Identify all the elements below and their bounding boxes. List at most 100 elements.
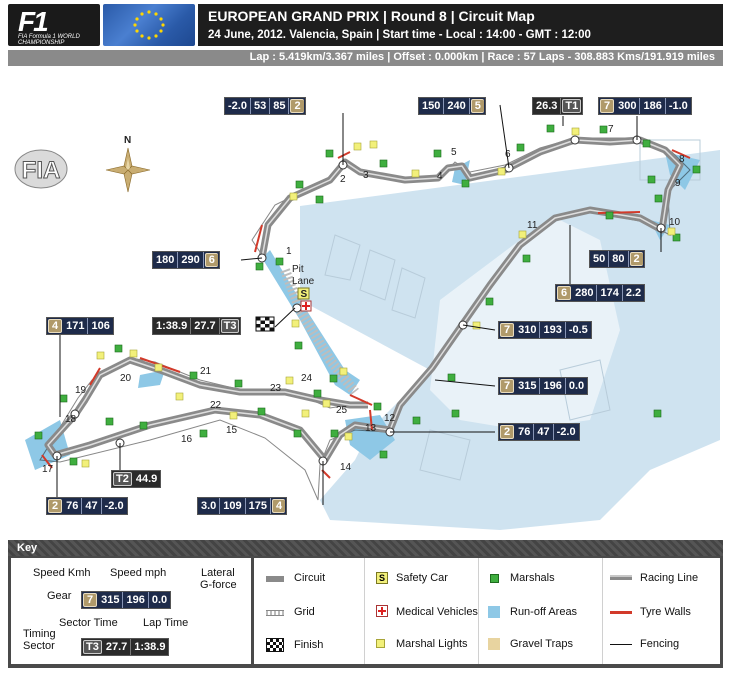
turn-number: 2 — [340, 174, 346, 185]
gear-badge: 6 — [557, 286, 572, 300]
sector-badge: T3 — [83, 640, 102, 654]
sector-label: Sector — [23, 640, 55, 652]
turn-number: 11 — [527, 220, 538, 231]
speed-box: 50 80 2 — [589, 250, 645, 268]
kmh-value: 180 — [153, 252, 179, 268]
speed-box: 150 240 5 — [418, 97, 486, 115]
marshal-light-icon — [376, 639, 385, 648]
mph-value: 47 — [534, 424, 554, 440]
turn-number: 17 — [42, 464, 54, 475]
medical-vehicle-icon — [376, 605, 388, 617]
gear-badge: 7 — [83, 593, 98, 607]
safety-car-marker-text: S — [301, 289, 308, 300]
callout-lines — [56, 104, 662, 505]
speed-box: 2 76 47 -2.0 — [46, 497, 128, 515]
gear-label: Gear — [47, 590, 72, 602]
mph-value: 196 — [123, 592, 149, 608]
speed-kmh-label: Speed Kmh — [33, 567, 91, 579]
fencing-label: Fencing — [640, 638, 680, 650]
gear-badge: 2 — [629, 252, 643, 266]
gear-badge: 2 — [48, 499, 63, 513]
turn-number: 9 — [675, 178, 681, 189]
speed-box: 180 290 6 — [152, 251, 220, 269]
kmh-value: 315 — [515, 378, 541, 394]
sector-time-label: Sector Time — [59, 617, 118, 629]
fia-logo-text: FIA — [22, 157, 61, 184]
turn-number: 10 — [669, 217, 681, 228]
kmh-value: 76 — [515, 424, 535, 440]
circuit-map: S Pit Lane 1 2 3 4 5 6 7 8 9 10 11 12 13… — [0, 66, 731, 536]
mph-value: 175 — [246, 498, 272, 514]
mph-value: 240 — [444, 98, 470, 114]
turn-number: 7 — [608, 124, 614, 135]
safety-car-marker — [297, 287, 310, 300]
sector-time-value: 26.3 — [533, 98, 562, 114]
gear-badge: 7 — [600, 99, 615, 113]
speed-box: 7 315 196 0.0 — [498, 377, 589, 395]
turn-number: 13 — [365, 423, 377, 434]
harbour-buildings — [324, 139, 701, 481]
marshal-posts — [34, 124, 701, 466]
gforce-value: -2.0 — [556, 426, 576, 438]
gear-badge: 5 — [470, 99, 484, 113]
key-example-panel: Speed Kmh Speed mph Lateral G-force Gear… — [11, 558, 251, 664]
gear-badge: 2 — [500, 425, 515, 439]
gforce-value: 0.0 — [151, 594, 168, 606]
turn-number: 14 — [340, 462, 352, 473]
f1-logo-text: F1 — [18, 6, 49, 37]
turn-number: 24 — [301, 373, 313, 384]
speed-box: 7 310 193 -0.5 — [498, 321, 592, 339]
speed-box: 7 300 186 -1.0 — [598, 97, 692, 115]
lap-time-label: Lap Time — [143, 617, 189, 629]
gforce-value: -2.0 — [225, 98, 251, 114]
gforce-value: 0.0 — [568, 380, 585, 392]
speed-box: 2 76 47 -2.0 — [498, 423, 580, 441]
circuit-swatch — [266, 576, 284, 582]
title-bar: EUROPEAN GRAND PRIX | Round 8 | Circuit … — [198, 4, 723, 46]
kmh-value: 150 — [419, 98, 445, 114]
lap-info-bar: Lap : 5.419km/3.367 miles | Offset : 0.0… — [8, 50, 723, 66]
speed-mph-label: Speed mph — [110, 567, 167, 579]
racing-line-swatch — [610, 575, 632, 580]
turn-number: 12 — [384, 413, 396, 424]
turn-number: 5 — [451, 147, 457, 158]
key-example-timing-box: T3 27.7 1:38.9 — [81, 638, 170, 656]
timing-label: Timing — [23, 628, 56, 640]
sector-time-value: 27.7 — [103, 639, 132, 655]
key-panel: Key Speed Kmh Speed mph Lateral G-force … — [8, 540, 723, 668]
gear-badge: 6 — [204, 253, 218, 267]
mph-value: 106 — [91, 320, 110, 332]
kmh-value: 300 — [615, 98, 641, 114]
header: F1 FIA Formula 1 WORLD CHAMPIONSHIP EURO… — [0, 0, 731, 66]
sector-time-value: 27.7 — [191, 318, 220, 334]
circuit-label: Circuit — [294, 572, 326, 584]
gear-badge: 7 — [500, 379, 515, 393]
kmh-value: 171 — [63, 318, 89, 334]
finish-label: Finish — [294, 639, 324, 651]
sector-time-value: 44.9 — [135, 473, 158, 485]
gforce-value: 2.2 — [625, 287, 642, 299]
mph-value: 80 — [609, 251, 629, 267]
gforce-value: 3.0 — [198, 498, 221, 514]
turn-number: 18 — [65, 414, 77, 425]
turn-number: 15 — [226, 425, 238, 436]
f1-logo: F1 FIA Formula 1 WORLD CHAMPIONSHIP — [8, 4, 100, 46]
f1-logo-subtext: FIA Formula 1 WORLD CHAMPIONSHIP — [18, 34, 80, 46]
speed-box: 6 280 174 2.2 — [555, 284, 646, 302]
turn-numbers: 1 2 3 4 5 6 7 8 9 10 11 12 13 14 15 16 1… — [42, 124, 685, 475]
mph-value: 186 — [640, 98, 666, 114]
turn-number: 4 — [437, 171, 443, 182]
gear-badge: 4 — [272, 499, 286, 513]
sector-badge: T3 — [220, 319, 240, 333]
lap-info-text: Lap : 5.419km/3.367 miles | Offset : 0.0… — [249, 51, 715, 63]
marshal-icon — [490, 574, 499, 583]
turn-number: 16 — [181, 434, 193, 445]
timing-box: 26.3 T1 — [532, 97, 584, 115]
mph-value: 174 — [597, 285, 623, 301]
gear-badge: 7 — [500, 323, 515, 337]
racing-line — [47, 139, 681, 461]
pit-lane — [280, 268, 359, 396]
gear-badge: 4 — [48, 319, 63, 333]
compass-north-label: N — [124, 135, 131, 146]
sector-badge: T2 — [113, 472, 132, 486]
